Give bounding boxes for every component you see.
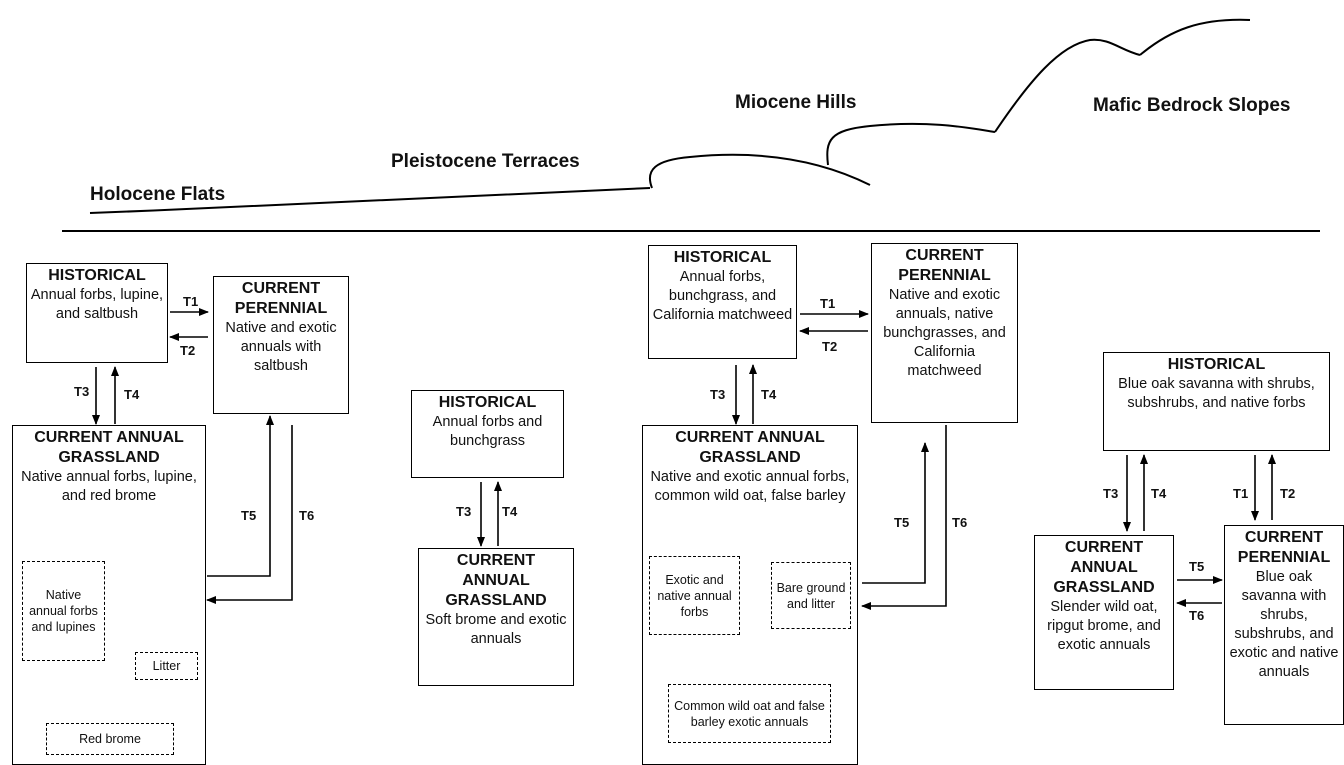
holocene-perennial-title: CURRENT PERENNIAL: [234, 280, 328, 317]
mafic-t3-label: T3: [1103, 486, 1119, 501]
mafic-historical-body: Blue oak savanna with shrubs, subshrubs,…: [1118, 376, 1315, 411]
pleistocene-historical-box: HISTORICAL Annual forbs and bunchgrass: [411, 390, 564, 478]
pleistocene-annual-box: CURRENT ANNUAL GRASSLAND Soft brome and …: [418, 548, 574, 686]
mafic-t6-label: T6: [1189, 608, 1205, 623]
holocene-litter-text: Litter: [152, 659, 181, 673]
pleistocene-historical-title: HISTORICAL: [438, 394, 537, 411]
mafic-annual-body: Slender wild oat, ripgut brome, and exot…: [1047, 599, 1161, 653]
miocene-perennial-box: CURRENT PERENNIAL Native and exotic annu…: [871, 243, 1018, 423]
profile-mafic-2: [1139, 18, 1251, 56]
holocene-red-brome-text: Red brome: [79, 732, 141, 746]
miocene-exotic-forbs-box: Exotic and native annual forbs: [649, 556, 740, 635]
holocene-t6-label: T6: [299, 508, 315, 523]
pleistocene-t4-label: T4: [502, 504, 518, 519]
profile-holocene: [89, 187, 651, 214]
arrow-t5-holocene: [207, 415, 274, 577]
mafic-historical-box: HISTORICAL Blue oak savanna with shrubs,…: [1103, 352, 1330, 451]
arrow-t6-holocene: [206, 425, 293, 604]
mafic-perennial-box: CURRENT PERENNIAL Blue oak savanna with …: [1224, 525, 1344, 725]
holocene-annual-title: CURRENT ANNUAL GRASSLAND: [34, 429, 184, 466]
miocene-wild-oat-text: Common wild oat and false barley exotic …: [674, 698, 825, 729]
pleistocene-annual-body: Soft brome and exotic annuals: [425, 612, 567, 647]
holocene-perennial-box: CURRENT PERENNIAL Native and exotic annu…: [213, 276, 349, 414]
mafic-annual-box: CURRENT ANNUAL GRASSLAND Slender wild oa…: [1034, 535, 1174, 690]
miocene-t3-label: T3: [710, 387, 726, 402]
miocene-wild-oat-box: Common wild oat and false barley exotic …: [668, 684, 831, 743]
mafic-annual-title: CURRENT ANNUAL GRASSLAND: [1053, 539, 1155, 596]
holocene-historical-title: HISTORICAL: [48, 267, 146, 284]
holocene-perennial-body: Native and exotic annuals with saltbush: [225, 320, 337, 374]
pleistocene-annual-title: CURRENT ANNUAL GRASSLAND: [445, 552, 547, 609]
pleistocene-t3-label: T3: [456, 504, 472, 519]
label-holocene-flats: Holocene Flats: [90, 184, 226, 205]
profile-pleistocene: [648, 153, 871, 189]
pleistocene-historical-body: Annual forbs and bunchgrass: [432, 414, 543, 449]
holocene-annual-body: Native annual forbs, lupine, and red bro…: [21, 469, 197, 504]
mafic-t2-label: T2: [1280, 486, 1296, 501]
miocene-t5-label: T5: [894, 515, 910, 530]
holocene-t3-label: T3: [74, 384, 90, 399]
mafic-t5-label: T5: [1189, 559, 1205, 574]
holocene-t2-label: T2: [180, 343, 196, 358]
miocene-historical-body: Annual forbs, bunchgrass, and California…: [652, 269, 793, 323]
mafic-perennial-title: CURRENT PERENNIAL: [1237, 529, 1331, 566]
miocene-historical-box: HISTORICAL Annual forbs, bunchgrass, and…: [648, 245, 797, 359]
miocene-perennial-body: Native and exotic annuals, native bunchg…: [883, 287, 1006, 379]
mafic-t4-label: T4: [1151, 486, 1167, 501]
mafic-t1-label: T1: [1233, 486, 1249, 501]
holocene-native-forbs-text: Native annual forbs and lupines: [29, 588, 98, 634]
profile-mafic-1: [994, 38, 1141, 133]
mafic-perennial-body: Blue oak savanna with shrubs, subshrubs,…: [1229, 569, 1339, 680]
profile-miocene: [826, 122, 996, 166]
miocene-bare-ground-box: Bare ground and litter: [771, 562, 851, 629]
miocene-t4-label: T4: [761, 387, 777, 402]
miocene-exotic-forbs-text: Exotic and native annual forbs: [657, 572, 732, 619]
holocene-native-forbs-box: Native annual forbs and lupines: [22, 561, 105, 661]
miocene-t2-label: T2: [822, 339, 838, 354]
holocene-red-brome-box: Red brome: [46, 723, 174, 755]
holocene-historical-box: HISTORICAL Annual forbs, lupine, and sal…: [26, 263, 168, 363]
arrow-t5-miocene: [862, 442, 929, 584]
label-pleistocene-terraces: Pleistocene Terraces: [391, 151, 580, 172]
miocene-annual-title: CURRENT ANNUAL GRASSLAND: [675, 429, 825, 466]
miocene-annual-body: Native and exotic annual forbs, common w…: [650, 469, 850, 504]
arrow-t6-miocene: [861, 425, 947, 610]
holocene-t1-label: T1: [183, 294, 199, 309]
miocene-t6-label: T6: [952, 515, 968, 530]
miocene-t1-label: T1: [820, 296, 836, 311]
holocene-historical-body: Annual forbs, lupine, and saltbush: [30, 287, 164, 322]
holocene-t5-label: T5: [241, 508, 257, 523]
miocene-historical-title: HISTORICAL: [673, 249, 772, 266]
mafic-historical-title: HISTORICAL: [1167, 356, 1266, 373]
holocene-litter-box: Litter: [135, 652, 198, 680]
miocene-bare-ground-text: Bare ground and litter: [776, 580, 846, 611]
miocene-perennial-title: CURRENT PERENNIAL: [898, 247, 991, 284]
label-miocene-hills: Miocene Hills: [735, 92, 857, 113]
holocene-t4-label: T4: [124, 387, 140, 402]
label-mafic-bedrock-slopes: Mafic Bedrock Slopes: [1093, 95, 1291, 116]
